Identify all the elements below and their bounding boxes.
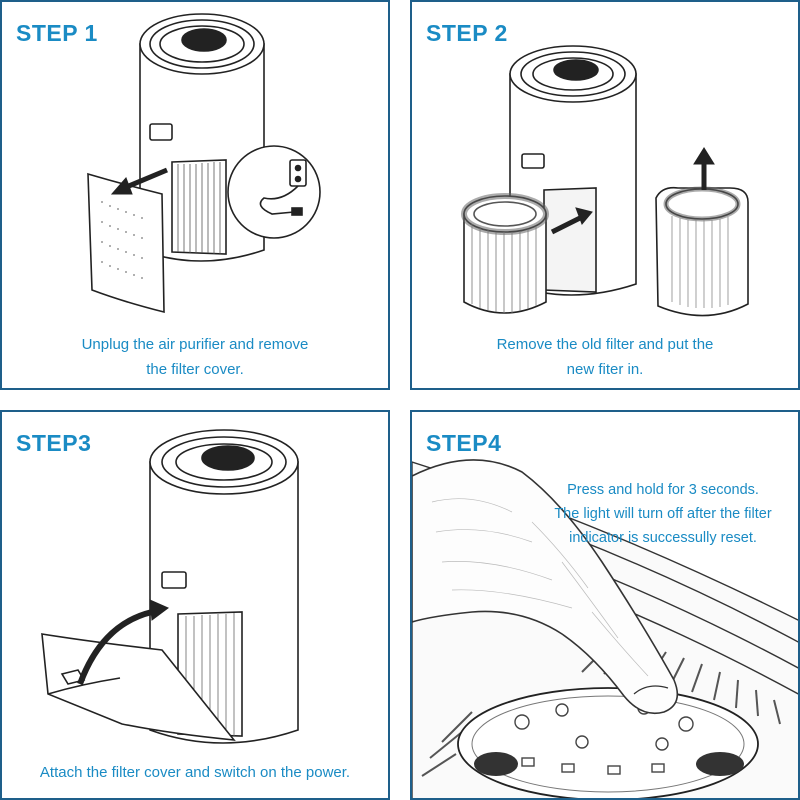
step-1-title: STEP 1 bbox=[16, 20, 98, 46]
step-1-caption-line-1: Unplug the air purifier and remove bbox=[81, 336, 309, 353]
hand-texture bbox=[431, 498, 649, 677]
step-4-title: STEP4 bbox=[426, 430, 502, 456]
old-filter bbox=[461, 193, 549, 314]
wall-outlet-detail bbox=[227, 145, 321, 239]
step-2-title: STEP 2 bbox=[426, 20, 508, 46]
step-1-caption-line-2: the filter cover. bbox=[146, 361, 244, 378]
step-4-panel: STEP4 bbox=[410, 410, 800, 800]
removal-arrow bbox=[110, 167, 168, 195]
step-2-panel: STEP 2 bbox=[410, 0, 800, 390]
new-filter-in-bag bbox=[655, 186, 749, 317]
dark-knob-shapes bbox=[474, 752, 744, 776]
step-1-panel: STEP 1 bbox=[0, 0, 390, 390]
air-purifier-unit bbox=[139, 13, 265, 262]
lift-arrow bbox=[693, 147, 715, 190]
old-filter-pleats bbox=[471, 224, 537, 313]
insert-arrow bbox=[550, 207, 593, 235]
step-4-caption-line-2: The light will turn off after the filter bbox=[554, 506, 772, 522]
new-filter-pleats bbox=[671, 216, 729, 308]
step-2-caption: Remove the old filter and put the new fi… bbox=[412, 332, 798, 382]
step-2-illustration bbox=[461, 45, 749, 317]
step-1-caption: Unplug the air purifier and remove the f… bbox=[2, 332, 388, 382]
control-panel bbox=[457, 687, 759, 798]
step-2-caption-line-1: Remove the old filter and put the bbox=[496, 336, 714, 353]
step-1-illustration bbox=[87, 13, 321, 314]
attach-arrow bbox=[77, 599, 169, 686]
step-3-panel: STEP3 Attach the filter cover and s bbox=[0, 410, 390, 800]
control-panel-buttons bbox=[514, 701, 694, 775]
step-3-title: STEP3 bbox=[16, 430, 92, 456]
step-4-illustration bbox=[412, 459, 798, 798]
step-2-caption-line-2: new fiter in. bbox=[566, 361, 644, 378]
step-3-caption: Attach the filter cover and switch on th… bbox=[2, 760, 388, 785]
step-3-illustration bbox=[41, 429, 299, 744]
exposed-filter-pleats bbox=[177, 162, 221, 254]
cover-mesh bbox=[101, 201, 143, 279]
step-4-caption-line-3: indicator is successully reset. bbox=[569, 530, 757, 546]
step-3-caption-line-1: Attach the filter cover and switch on th… bbox=[39, 764, 351, 781]
step-4-caption-line-1: Press and hold for 3 seconds. bbox=[567, 482, 759, 498]
step-4-caption: Press and hold for 3 seconds. The light … bbox=[532, 478, 794, 550]
filter-cover bbox=[87, 172, 165, 314]
pressing-hand bbox=[412, 459, 679, 715]
